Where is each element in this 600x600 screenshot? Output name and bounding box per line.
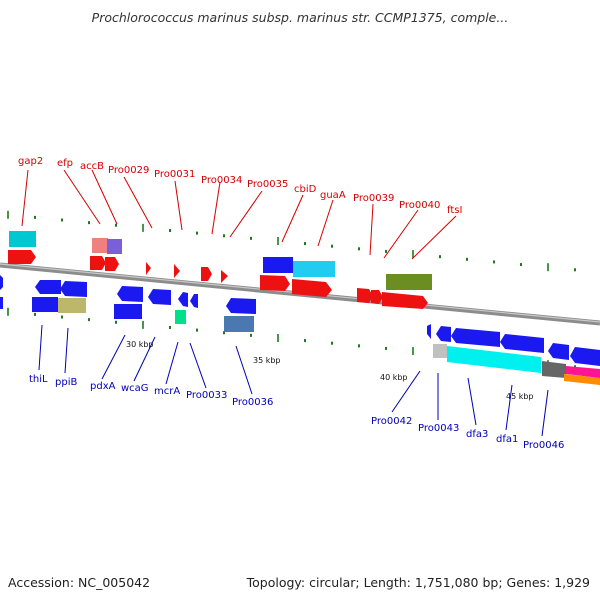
gene-arrow xyxy=(105,257,119,271)
gene-label[interactable]: Pro0031 xyxy=(154,169,195,180)
gene-arrow xyxy=(548,343,569,360)
gene-label[interactable]: Pro0035 xyxy=(247,179,288,190)
gene-label[interactable]: gap2 xyxy=(18,156,43,167)
gene-block xyxy=(92,238,108,253)
bottom-gene-labels: thiL ppiB pdxA wcaG mcrA Pro0033 Pro0036… xyxy=(29,374,564,451)
gene-arrow xyxy=(174,264,180,278)
gene-block xyxy=(566,366,600,378)
gene-label[interactable]: Pro0036 xyxy=(232,397,273,408)
gene-block xyxy=(293,261,335,277)
gene-arrow xyxy=(292,279,332,297)
gene-label[interactable]: guaA xyxy=(320,190,346,201)
gene-block xyxy=(107,239,122,254)
map-title: Prochlorococcus marinus subsp. marinus s… xyxy=(91,10,509,25)
gene-block xyxy=(175,310,186,324)
gene-block xyxy=(386,274,432,290)
gene-label[interactable]: mcrA xyxy=(154,386,180,397)
gene-arrow xyxy=(260,275,290,291)
gene-label[interactable]: dfa1 xyxy=(496,434,518,445)
gene-block xyxy=(263,257,293,273)
bottom-connectors xyxy=(38,324,549,437)
gene-arrow xyxy=(117,286,143,302)
scale-label: 30 kbp xyxy=(126,340,154,349)
top-gene-labels: gap2 efp accB Pro0029 Pro0031 Pro0034 Pr… xyxy=(18,156,462,216)
gene-block xyxy=(447,346,541,373)
top-strand-genes xyxy=(8,231,432,309)
bottom-strand-genes xyxy=(0,275,600,385)
gene-label[interactable]: Pro0042 xyxy=(371,416,412,427)
scale-labels: 30 kbp 35 kbp 40 kbp 45 kbp xyxy=(126,340,534,401)
gene-label[interactable]: Pro0046 xyxy=(523,440,564,451)
gene-label[interactable]: accB xyxy=(80,161,104,172)
gene-arrow xyxy=(371,290,383,304)
gene-arrow xyxy=(8,250,36,264)
gene-label[interactable]: wcaG xyxy=(121,383,149,394)
gene-label[interactable]: thiL xyxy=(29,374,48,385)
gene-arrow xyxy=(90,256,106,270)
gene-block xyxy=(542,361,566,378)
gene-arrow xyxy=(148,289,171,305)
gene-label[interactable]: Pro0040 xyxy=(399,200,440,211)
gene-arrow xyxy=(427,324,431,339)
gene-arrow xyxy=(190,294,198,308)
gene-arrow xyxy=(226,298,256,314)
gene-arrow xyxy=(451,328,500,347)
scale-label: 40 kbp xyxy=(380,373,408,382)
gene-label[interactable]: Pro0033 xyxy=(186,390,227,401)
gene-label[interactable]: cbiD xyxy=(294,184,317,195)
gene-block xyxy=(114,304,142,319)
gene-label[interactable]: dfa3 xyxy=(466,429,488,440)
gene-block xyxy=(224,316,254,332)
accession-text: Accession: NC_005042 xyxy=(8,575,151,590)
gene-label[interactable]: Pro0043 xyxy=(418,423,459,434)
gene-block xyxy=(58,298,86,313)
gene-arrow xyxy=(146,262,151,275)
gene-label[interactable]: Pro0029 xyxy=(108,165,149,176)
gene-arrow xyxy=(60,281,87,297)
gene-label[interactable]: efp xyxy=(57,158,73,169)
gene-block xyxy=(433,344,447,358)
gene-arrow xyxy=(357,288,373,303)
gene-label[interactable]: Pro0034 xyxy=(201,175,242,186)
top-connectors xyxy=(21,169,457,260)
gene-arrow xyxy=(35,280,61,294)
gene-label[interactable]: ppiB xyxy=(55,377,77,388)
gene-block xyxy=(32,297,58,312)
gene-arrow xyxy=(0,275,3,290)
gene-block xyxy=(9,231,36,247)
gene-label[interactable]: ftsI xyxy=(447,205,462,216)
gene-arrow xyxy=(436,326,451,342)
scale-label: 35 kbp xyxy=(253,356,281,365)
gene-arrow xyxy=(382,292,428,309)
gene-block xyxy=(564,374,600,385)
gene-label[interactable]: Pro0039 xyxy=(353,193,394,204)
gene-arrow xyxy=(500,334,544,353)
scale-label: 45 kbp xyxy=(506,392,534,401)
gene-arrow xyxy=(178,292,188,307)
gene-label[interactable]: pdxA xyxy=(90,381,116,392)
tick-marks xyxy=(7,210,576,369)
gene-block xyxy=(0,297,3,309)
gene-arrow xyxy=(201,267,212,281)
topology-summary: Topology: circular; Length: 1,751,080 bp… xyxy=(246,575,590,590)
gene-arrow xyxy=(221,270,228,283)
gene-arrow xyxy=(570,347,600,366)
